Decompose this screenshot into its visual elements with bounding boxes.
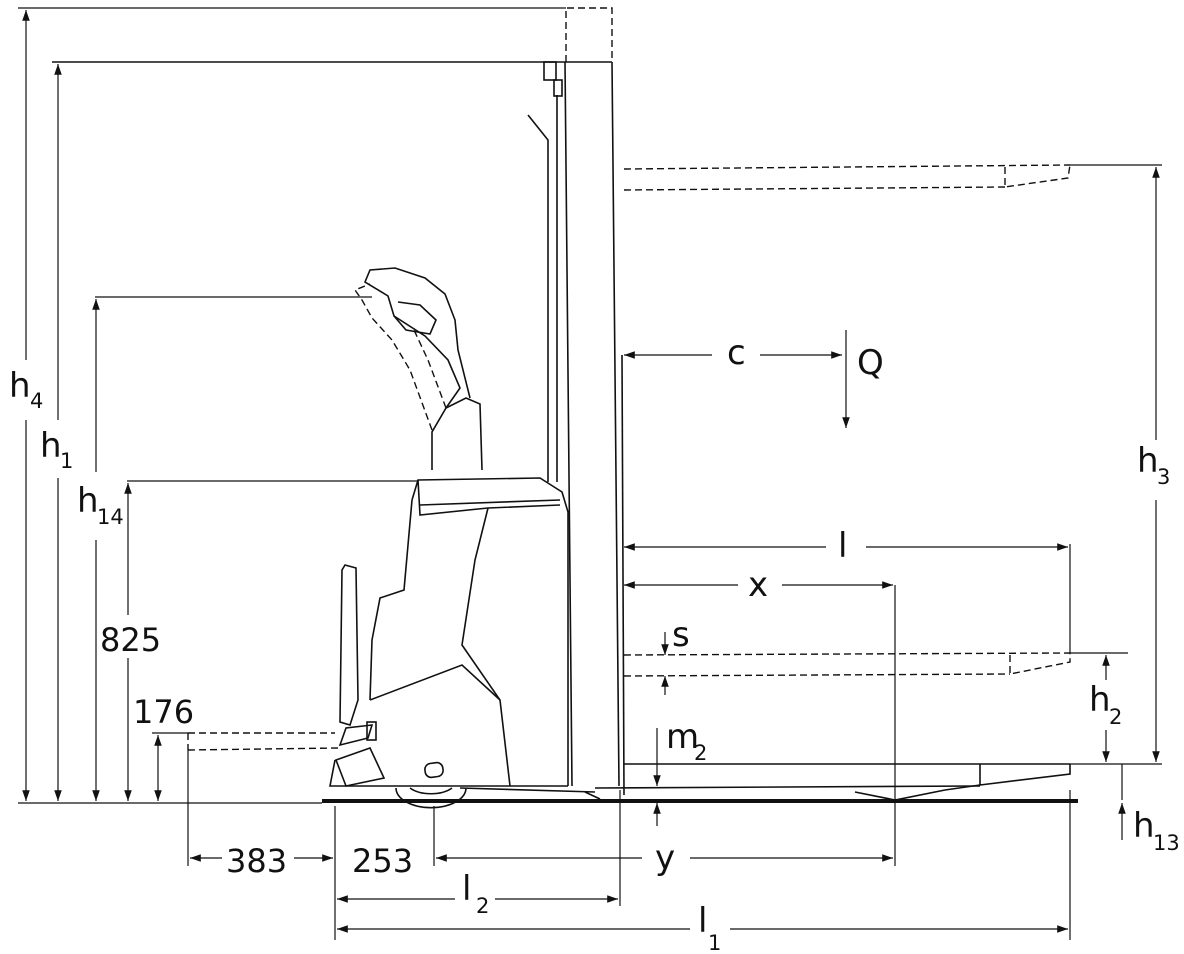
mast: [52, 7, 620, 787]
dim-176: 176: [133, 693, 194, 801]
label-s: s: [672, 615, 690, 655]
dim-h3: h 3: [1137, 167, 1170, 762]
dim-l2: l 2: [337, 869, 618, 918]
label-l: l: [838, 526, 847, 566]
value-383: 383: [226, 842, 287, 880]
lowered-forks: [623, 652, 1071, 677]
dim-x: x: [624, 565, 893, 605]
label-x: x: [748, 565, 768, 605]
dim-l1: l 1: [337, 901, 1068, 954]
label-m2-sub: 2: [694, 741, 707, 765]
label-h2-main: h: [1089, 680, 1111, 720]
label-l1-sub: 1: [708, 931, 721, 954]
value-176: 176: [133, 693, 194, 731]
label-h4-main: h: [9, 366, 31, 406]
value-825: 825: [100, 621, 161, 659]
label-h4-sub: 4: [30, 389, 43, 413]
label-y: y: [655, 838, 675, 878]
label-h14-sub: 14: [97, 505, 124, 529]
dim-h13: h 13: [1118, 803, 1180, 855]
tiller-arm: [353, 267, 483, 471]
label-l2-sub: 2: [476, 894, 489, 918]
label-Q: Q: [857, 343, 884, 383]
rear-dashed-outline: [187, 732, 339, 751]
label-l1-main: l: [698, 901, 707, 941]
label-h14-main: h: [77, 481, 99, 521]
label-h2-sub: 2: [1109, 705, 1122, 729]
label-l2-main: l: [462, 869, 471, 909]
label-h1-sub: 1: [60, 449, 73, 473]
dim-l: l: [624, 526, 1068, 566]
label-c: c: [727, 333, 746, 373]
fork-carriage: [621, 354, 625, 796]
label-h1-main: h: [40, 426, 62, 466]
load-Q: Q: [842, 330, 884, 428]
label-m2-main: m: [666, 717, 699, 757]
dim-h1: h 1: [40, 64, 73, 801]
dim-m2: m 2: [653, 717, 707, 826]
dim-h4: h 4: [9, 9, 43, 801]
support-arm: [594, 763, 1071, 801]
label-h3-sub: 3: [1157, 465, 1170, 489]
truck-body: [329, 477, 601, 809]
dim-s: s: [661, 615, 690, 695]
dim-y: y: [436, 838, 893, 878]
value-253: 253: [352, 842, 413, 880]
dim-h14: h 14: [77, 299, 124, 801]
label-h13-main: h: [1133, 806, 1155, 846]
dim-825: 825: [100, 483, 161, 801]
dim-c: c: [624, 333, 842, 373]
label-h3-main: h: [1137, 441, 1159, 481]
label-h13-sub: 13: [1153, 831, 1180, 855]
dim-383: 383: [190, 842, 333, 880]
raised-forks: [623, 164, 1071, 191]
dim-h2: h 2: [1089, 655, 1122, 762]
